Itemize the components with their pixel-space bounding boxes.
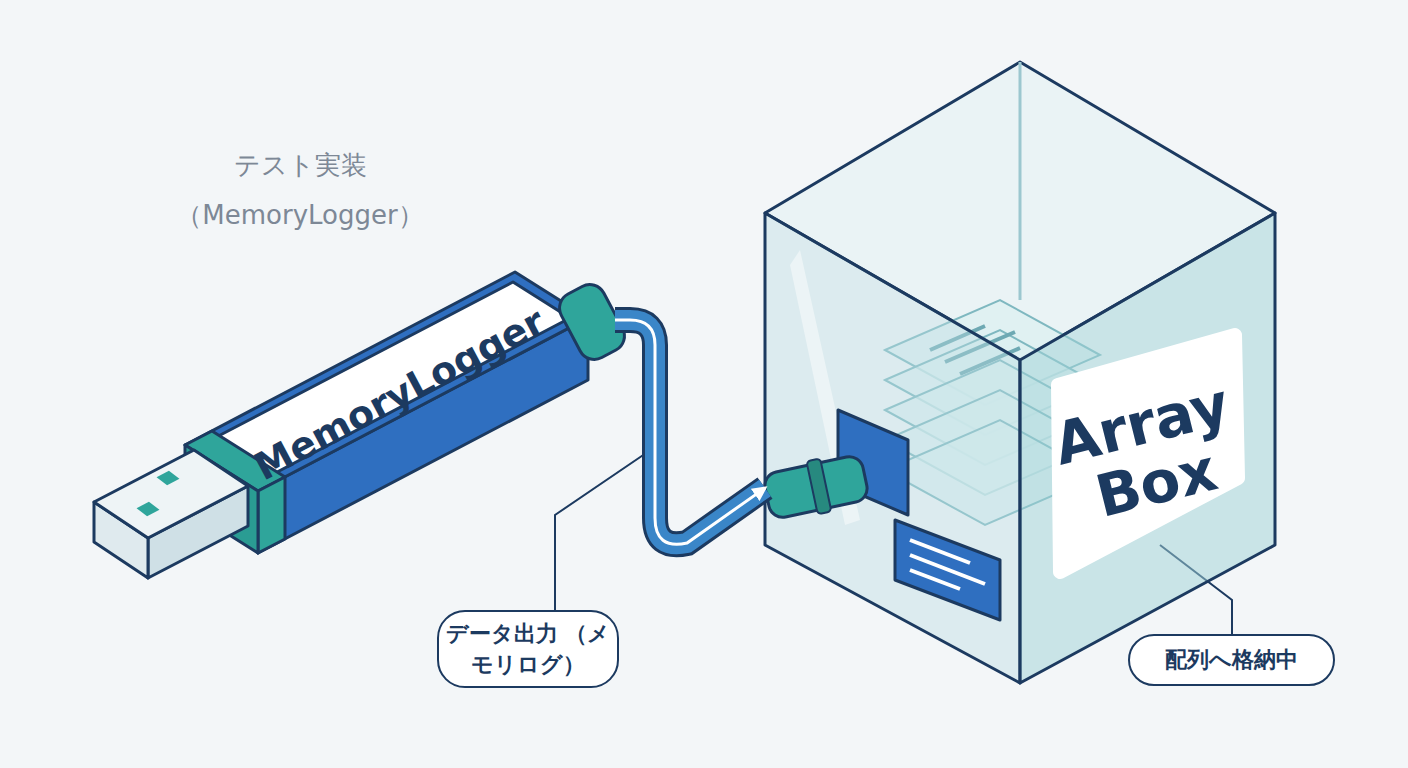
data-card [895, 520, 1000, 620]
cable-outline [615, 320, 765, 544]
cable-plug-ring [806, 459, 831, 515]
box-left-face [765, 213, 1020, 683]
usb-plug-top [94, 450, 248, 538]
usb-plug-hole [137, 502, 160, 517]
cable-body [615, 320, 765, 544]
cable-plug [762, 454, 869, 520]
callout-label: 配列へ格納中 [1128, 634, 1335, 686]
array-box-shape [765, 62, 1275, 683]
edge-label: データ出力 （メモリログ） [437, 610, 619, 688]
data-card-line [910, 570, 960, 589]
cable-flow-line [615, 320, 765, 544]
array-box: Array Box [765, 62, 1275, 683]
title-text: テスト実装 （MemoryLogger） [165, 140, 435, 240]
leader-line [555, 447, 655, 612]
usb-plug-hole [157, 471, 180, 486]
cable-connector [615, 320, 765, 544]
usb-stick: MemoryLogger [105, 265, 615, 595]
data-card-line [910, 555, 985, 584]
box-back-edge [1019, 62, 1022, 300]
usb-cable-cap [554, 279, 630, 365]
box-right-face [1020, 213, 1275, 683]
